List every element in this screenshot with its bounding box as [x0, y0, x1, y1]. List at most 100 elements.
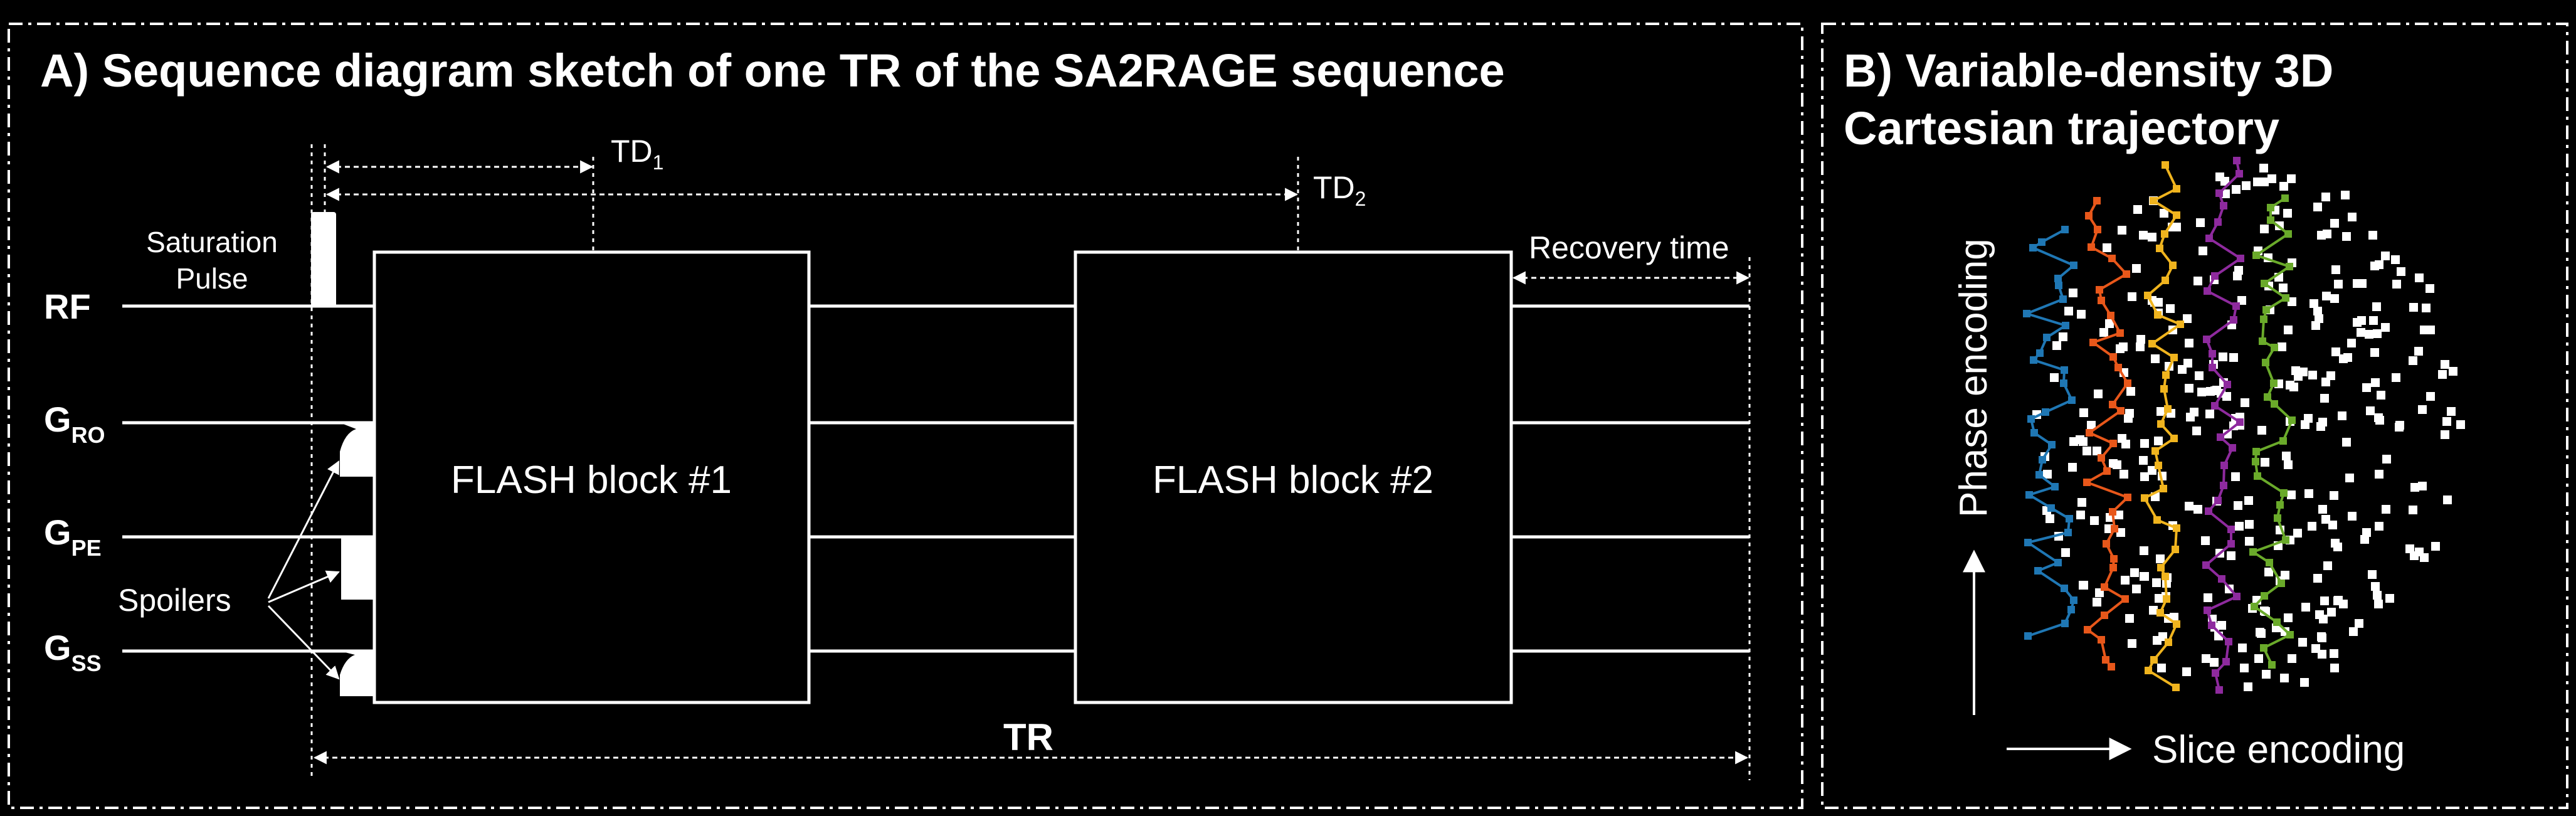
kspace-sample — [2330, 219, 2339, 228]
kspace-sample — [2349, 627, 2358, 636]
kspace-sample — [2284, 326, 2293, 334]
kspace-sample — [2185, 384, 2193, 393]
trajectory-sample — [2286, 263, 2293, 270]
trajectory-sample — [2220, 482, 2227, 489]
trajectory-sample — [2274, 514, 2281, 522]
trajectory-sample — [2148, 340, 2156, 347]
kspace-sample — [2139, 456, 2148, 465]
kspace-sample — [2315, 314, 2323, 323]
kspace-sample — [2397, 267, 2405, 276]
kspace-sample — [2245, 520, 2254, 529]
kspace-sample — [2132, 264, 2141, 273]
kspace-sample — [2374, 600, 2383, 608]
kspace-sample — [2199, 246, 2207, 255]
trajectory-sample — [2035, 471, 2043, 479]
trajectory-sample — [2029, 244, 2037, 252]
trajectory-sample — [2254, 472, 2261, 480]
kspace-sample — [2426, 284, 2434, 293]
trajectory-sample — [2252, 448, 2260, 455]
kspace-sample — [2260, 225, 2269, 233]
kspace-sample — [2426, 392, 2435, 401]
trajectory-sample — [2109, 440, 2117, 447]
kspace-sample — [2136, 335, 2145, 344]
trajectory-sample — [2282, 294, 2289, 302]
panel-b-frame — [1821, 23, 2568, 809]
kspace-sample — [2136, 342, 2145, 351]
trajectory-sample — [2214, 218, 2222, 226]
trajectory-sample — [2266, 559, 2273, 566]
trajectory-sample — [2110, 555, 2118, 563]
kspace-sample — [2330, 491, 2338, 500]
trajectory-sample — [2089, 339, 2097, 346]
kspace-sample — [2370, 348, 2379, 357]
trajectory-sample — [2271, 400, 2278, 408]
kspace-sample — [2320, 596, 2329, 605]
kspace-sample — [2327, 608, 2336, 617]
kspace-sample — [2232, 185, 2241, 194]
kspace-sample — [2121, 440, 2130, 448]
trajectory-sample — [2230, 316, 2237, 324]
trajectory-sample — [2048, 441, 2056, 448]
trajectory-sample — [2109, 401, 2116, 408]
trajectory-sample — [2068, 396, 2076, 404]
kspace-sample — [2196, 218, 2205, 227]
kspace-sample — [2148, 466, 2156, 475]
kspace-sample — [2087, 421, 2096, 430]
trajectory-sample — [2267, 204, 2274, 211]
trajectory-sample — [2209, 364, 2216, 371]
kspace-sample — [2267, 174, 2276, 183]
kspace-sample — [2287, 490, 2296, 499]
kspace-sample — [2253, 178, 2262, 186]
panel-b-title-line2: Cartesian trajectory — [1844, 102, 2279, 154]
trajectory-sample — [2141, 494, 2148, 502]
kspace-sample — [2185, 339, 2193, 347]
trajectory-sample — [2070, 596, 2077, 604]
trajectory-sample — [2145, 667, 2152, 674]
kspace-sample — [2371, 378, 2380, 387]
trajectory-sample — [2218, 575, 2225, 583]
kspace-sample — [2449, 367, 2457, 376]
kspace-sample — [2338, 411, 2346, 420]
kspace-sample — [2077, 310, 2086, 319]
kspace-sample — [2090, 516, 2099, 525]
kspace-sample — [2442, 417, 2451, 426]
kspace-sample — [2321, 515, 2330, 524]
kspace-sample — [2193, 505, 2202, 514]
kspace-sample — [2156, 554, 2165, 563]
kspace-sample — [2178, 365, 2187, 374]
trajectory-sample — [2211, 402, 2219, 410]
trajectory-sample — [2170, 354, 2178, 361]
kspace-sample — [2149, 606, 2158, 615]
kspace-sample — [2094, 389, 2103, 398]
kspace-sample — [2342, 438, 2351, 447]
kspace-sample — [2328, 521, 2337, 529]
kspace-sample — [2373, 591, 2382, 600]
trajectory-sample — [2208, 622, 2215, 629]
kspace-sample — [2409, 506, 2417, 514]
kspace-sample — [2192, 427, 2201, 435]
trajectory-sample — [2061, 585, 2068, 592]
trajectory-sample — [2262, 359, 2269, 366]
trajectory-sample — [2279, 437, 2287, 445]
kspace-sample — [2240, 664, 2249, 672]
trajectory-sample — [2062, 322, 2069, 329]
kspace-sample — [2375, 416, 2384, 425]
kspace-sample — [2318, 633, 2326, 642]
trajectory-sample — [2094, 226, 2101, 233]
kspace-sample — [2392, 373, 2400, 382]
trajectory-sample — [2164, 405, 2172, 413]
kspace-sample — [2414, 347, 2423, 356]
trajectory-sample — [2038, 238, 2045, 246]
trajectory-path — [2143, 164, 2183, 689]
trajectory-sample — [2123, 270, 2130, 278]
kspace-sample — [2119, 342, 2128, 351]
kspace-sample — [2154, 437, 2163, 445]
trajectory-sample — [2267, 216, 2274, 224]
kspace-sample — [2241, 398, 2249, 407]
kspace-sample — [2395, 423, 2404, 432]
kspace-sample — [2114, 511, 2123, 519]
kspace-sample — [2422, 304, 2431, 312]
kspace-sample — [2308, 371, 2317, 379]
trajectory-sample — [2102, 656, 2109, 664]
panel-a-title: A) Sequence diagram sketch of one TR of … — [40, 45, 1505, 97]
